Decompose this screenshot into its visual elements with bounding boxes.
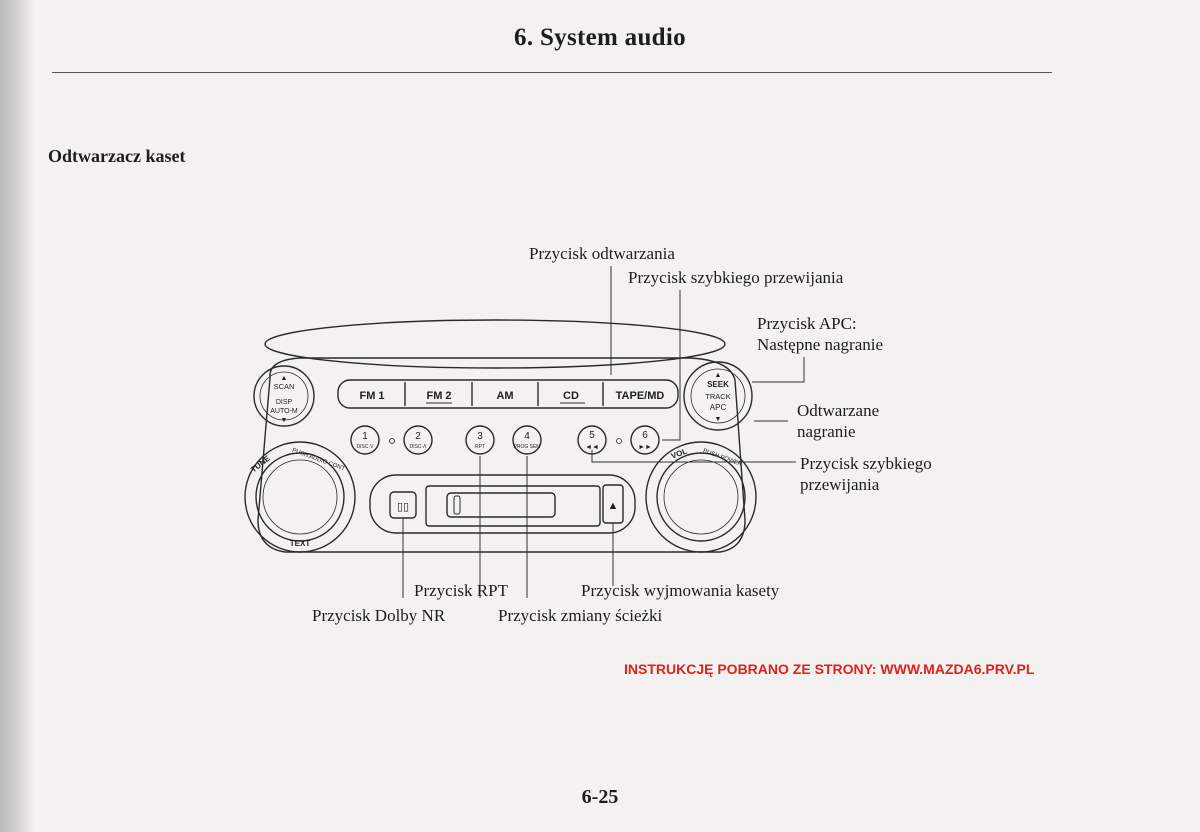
display-window xyxy=(264,319,726,369)
scan-arrow-icon: ▲ xyxy=(281,375,288,382)
band-cd: CD xyxy=(563,390,579,402)
scan-label: SCAN xyxy=(274,382,295,391)
page-number: 6-25 xyxy=(581,786,619,808)
preset-button-6 xyxy=(630,425,660,455)
disp-label: DISP xyxy=(276,399,293,406)
seek-track-button xyxy=(683,361,753,431)
preset-1-sub: DISC·V xyxy=(357,444,375,450)
label-apc-line2: Następne nagranie xyxy=(757,335,884,354)
label-played-track-line1: Odtwarzane xyxy=(797,401,880,420)
label-dolby-button: Przycisk Dolby NR xyxy=(312,606,446,625)
band-fm2: FM 2 xyxy=(426,390,451,402)
label-track-change-button: Przycisk zmiany ścieżki xyxy=(498,606,663,625)
cassette-door xyxy=(369,474,636,534)
label-rpt-button: Przycisk RPT xyxy=(414,581,508,600)
track-label: TRACK xyxy=(705,392,730,401)
band-am: AM xyxy=(496,390,513,402)
preset-2-sub: DISC·Λ xyxy=(410,444,428,450)
preset-3-sub: RPT xyxy=(475,444,485,450)
source-watermark: INSTRUKCJĘ POBRANO ZE STRONY: WWW.MAZDA6… xyxy=(624,661,1035,677)
section-heading: Odtwarzacz kaset xyxy=(48,146,186,166)
tune-knob xyxy=(244,441,356,553)
faceplate-outline xyxy=(257,357,746,553)
band-fm1: FM 1 xyxy=(359,390,384,402)
page-title: 6. System audio xyxy=(514,24,686,51)
auto-m-label: AUTO-M xyxy=(270,408,298,415)
preset-6-number: 6 xyxy=(642,430,648,441)
band-tape-md: TAPE/MD xyxy=(616,390,665,402)
preset-button-4 xyxy=(512,425,542,455)
preset-button-3 xyxy=(465,425,495,455)
preset-1-number: 1 xyxy=(362,431,368,442)
label-fast-wind-line1: Przycisk szybkiego xyxy=(800,454,932,473)
eject-icon: ▲ xyxy=(608,500,619,512)
push-power-label: PUSH POWER xyxy=(702,448,743,468)
page-binding-shadow xyxy=(0,0,34,832)
preset-button-1 xyxy=(350,425,380,455)
tune-ring-label: TUNE xyxy=(249,453,272,474)
scan-button xyxy=(253,365,315,427)
preset-4-number: 4 xyxy=(524,431,530,442)
label-apc-line1: Przycisk APC: xyxy=(757,314,857,333)
header-divider xyxy=(52,72,1052,73)
text-ring-label: TEXT xyxy=(290,539,311,548)
label-fast-wind-button: Przycisk szybkiego przewijania xyxy=(628,268,844,287)
label-play-button: Przycisk odtwarzania xyxy=(529,244,675,263)
label-played-track-line2: nagranie xyxy=(797,422,856,441)
apc-label: APC xyxy=(710,403,727,412)
rewind-icon: ◄◄ xyxy=(585,444,599,451)
volume-knob xyxy=(645,441,757,553)
preset-4-sub: PROG SEM xyxy=(514,444,541,450)
seek-up-arrow-icon: ▲ xyxy=(715,372,722,379)
seek-down-arrow-icon: ▼ xyxy=(715,416,722,423)
scan-down-arrow-icon: ▼ xyxy=(281,417,288,424)
seek-label: SEEK xyxy=(707,380,729,389)
label-eject-button: Przycisk wyjmowania kasety xyxy=(581,581,780,600)
fast-forward-icon: ►► xyxy=(638,444,652,451)
band-button-bar xyxy=(337,379,679,409)
preset-2-number: 2 xyxy=(415,431,421,442)
preset-button-2 xyxy=(403,425,433,455)
preset-5-number: 5 xyxy=(589,430,595,441)
label-fast-wind-line2: przewijania xyxy=(800,475,880,494)
preset-3-number: 3 xyxy=(477,431,483,442)
dolby-icon: ▯▯ xyxy=(397,501,409,513)
